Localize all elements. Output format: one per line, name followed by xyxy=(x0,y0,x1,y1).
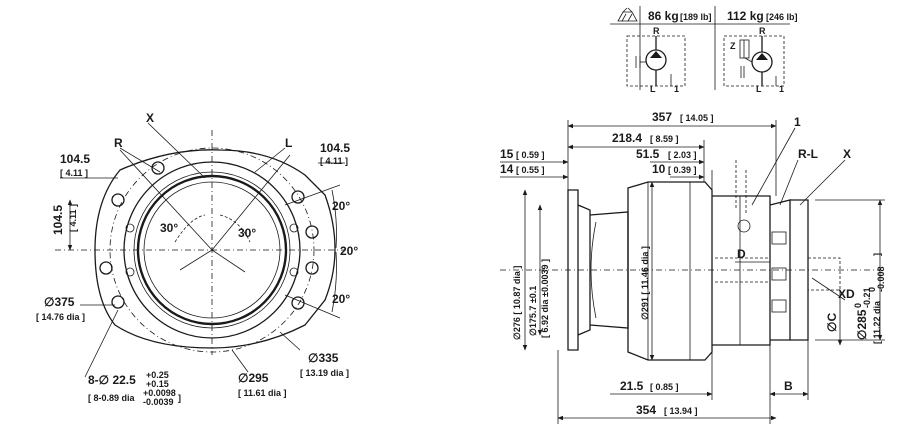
side-label-d: D xyxy=(737,247,746,261)
dim-104-5-right-in: [ 4.11 ] xyxy=(320,156,348,166)
schematic-right-z: Z xyxy=(730,41,736,51)
dim-285: ∅285 xyxy=(855,309,869,340)
dim-175-7-in: [ 6.92 dia ±0.0039 ] xyxy=(540,259,550,338)
weight-table: 86 kg [189 lb] 112 kg [246 lb] R L 1 xyxy=(610,6,798,94)
side-label-x: X xyxy=(843,147,851,161)
dim-holes: 8-∅ 22.5 xyxy=(88,373,136,387)
weight-left-imperial: [189 lb] xyxy=(680,12,712,22)
dim-15: 15 xyxy=(500,147,514,161)
dim-285-in: [ 11.22 dia xyxy=(872,300,882,344)
side-label-rl: R-L xyxy=(798,147,818,161)
dim-dia-335: ∅335 xyxy=(308,351,339,365)
dim-15-in: [ 0.59 ] xyxy=(516,150,545,160)
side-view: 357 [ 14.05 ] 218.4 [ 8.59 ] 51.5 [ 2.03… xyxy=(500,110,886,424)
weight-right-imperial: [246 lb] xyxy=(766,12,798,22)
dim-285-tol-lower: -0.21 xyxy=(862,287,872,308)
dim-holes-in-tol-upper: +0.0098 xyxy=(143,388,176,398)
dim-285-tol-upper: 0 xyxy=(853,303,863,308)
angle-30-right: 30° xyxy=(238,226,256,240)
dim-354-in: [ 13.94 ] xyxy=(664,406,698,416)
dim-218-4-in: [ 8.59 ] xyxy=(650,134,679,144)
angle-30-left: 30° xyxy=(160,221,178,235)
dim-dia-295-in: [ 11.61 dia ] xyxy=(238,388,287,398)
weight-right-value: 112 kg xyxy=(727,9,764,23)
schematic-left-l: L xyxy=(650,84,656,94)
dim-21-5: 21.5 xyxy=(620,379,644,393)
dim-holes-tol-upper: +0.25 xyxy=(146,370,169,380)
side-label-b: B xyxy=(784,379,793,393)
angle-20-top: 20° xyxy=(332,199,350,213)
schematic-right-r: R xyxy=(759,26,766,36)
front-label-l: L xyxy=(285,136,292,150)
dim-holes-tol-lower: +0.15 xyxy=(146,379,169,389)
dim-10-in: [ 0.39 ] xyxy=(668,165,697,175)
dim-51-5-in: [ 2.03 ] xyxy=(668,150,697,160)
dim-dia-375-in: [ 14.76 dia ] xyxy=(36,312,85,322)
front-view: X R L 104.5 [ 4.11 ] 104.5 [ 4.11 ] 104.… xyxy=(36,111,358,407)
side-flange xyxy=(567,189,579,351)
dim-21-5-in: [ 0.85 ] xyxy=(650,382,679,392)
dim-357-in: [ 14.05 ] xyxy=(680,113,714,123)
dim-276: ∅276 [ 10.87 dia ] xyxy=(512,266,522,340)
dim-104-5-right: 104.5 xyxy=(320,141,350,155)
angle-20-mid: 20° xyxy=(340,244,358,258)
dim-holes-in-close: ] xyxy=(178,393,181,403)
side-label-1: 1 xyxy=(794,115,801,129)
weight-icon xyxy=(617,7,638,22)
dim-104-5-left: 104.5 xyxy=(60,152,90,166)
schematic-right: Z R L 1 xyxy=(723,26,785,94)
side-label-xd: XD xyxy=(838,287,855,301)
dim-285-in-close: ] xyxy=(872,253,882,256)
schematic-left-1: 1 xyxy=(674,84,679,94)
dim-holes-in: [ 8-0.89 dia xyxy=(88,393,136,403)
dim-285-in-tol-lower: -0.008 xyxy=(876,266,886,292)
dim-354: 354 xyxy=(636,403,656,417)
side-label-c: ∅C xyxy=(825,313,839,332)
flange-outline xyxy=(94,149,336,349)
angle-20-bot: 20° xyxy=(332,292,350,306)
dim-51-5: 51.5 xyxy=(636,147,660,161)
dim-104-5-vert-in: [ 4.11 ] xyxy=(68,204,78,232)
dim-104-5-vert: 104.5 xyxy=(51,205,65,235)
weight-left-value: 86 kg xyxy=(648,9,679,23)
dim-291: ∅291 [ 11.46 dia ] xyxy=(640,246,650,320)
dim-dia-375: ∅375 xyxy=(44,295,75,309)
dim-14-in: [ 0.55 ] xyxy=(516,165,545,175)
dim-104-5-left-in: [ 4.11 ] xyxy=(60,168,88,178)
dim-14: 14 xyxy=(500,162,514,176)
dim-285-in-tol-upper: 0 xyxy=(867,287,877,292)
schematic-right-l: L xyxy=(756,84,762,94)
dim-218-4: 218.4 xyxy=(612,131,642,145)
front-label-r: R xyxy=(114,136,123,150)
schematic-left: R L 1 xyxy=(626,26,686,94)
dim-dia-295: ∅295 xyxy=(238,371,269,385)
dim-175-7: ∅175.7 ±0.1 xyxy=(528,286,538,336)
schematic-right-1: 1 xyxy=(779,84,784,94)
dim-holes-in-tol-lower: -0.0039 xyxy=(143,397,174,407)
schematic-left-r: R xyxy=(653,26,660,36)
dim-10: 10 xyxy=(652,162,666,176)
front-label-x: X xyxy=(146,111,154,125)
dim-357: 357 xyxy=(652,110,672,124)
dim-dia-335-in: [ 13.19 dia ] xyxy=(300,368,349,378)
